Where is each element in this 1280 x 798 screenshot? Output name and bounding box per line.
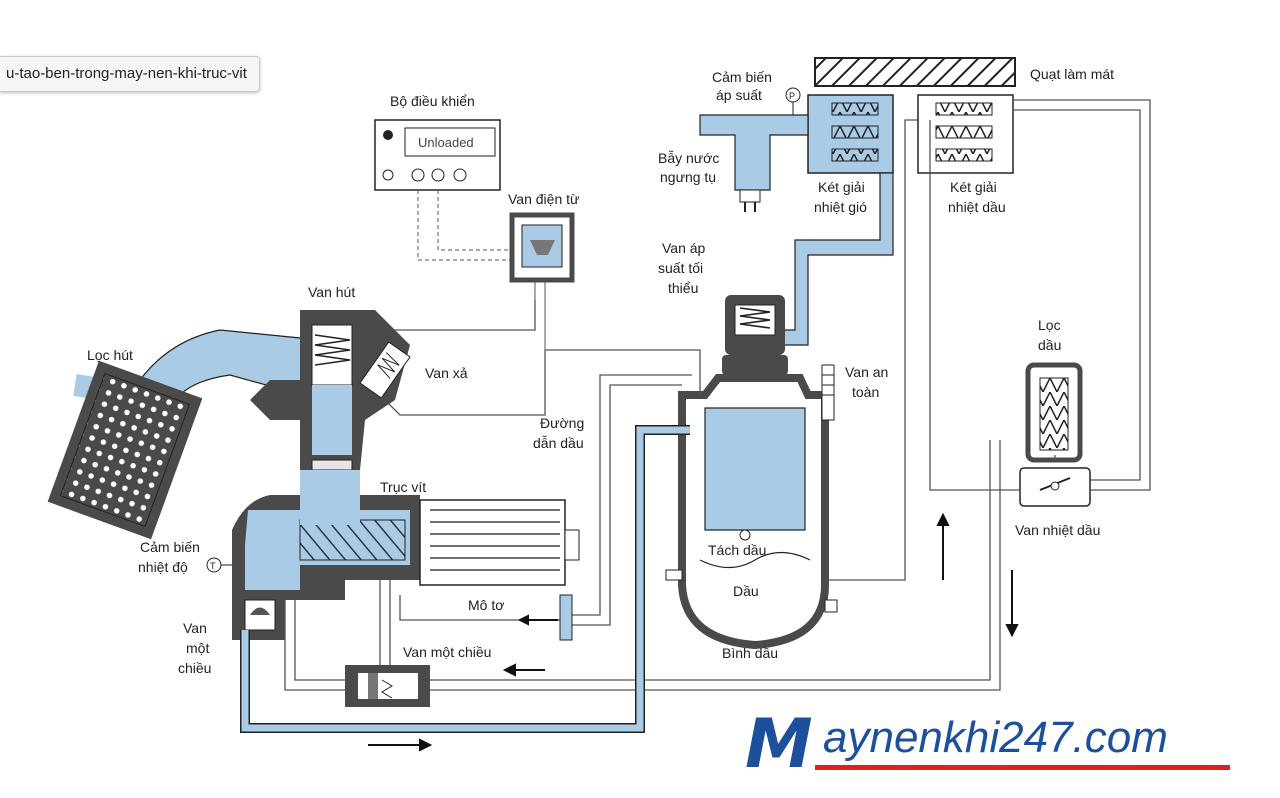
label-oil-filter-1: Lọc (1038, 317, 1061, 333)
label-check-valve-mid: Van một chiều (403, 644, 491, 660)
label-oil: Dầu (733, 583, 759, 599)
air-pipe-top (699, 114, 809, 191)
label-sensor-p: P (789, 91, 795, 101)
label-oil-tank: Bình dầu (722, 645, 778, 661)
label-oil-cooler-2: nhiệt dầu (948, 199, 1006, 215)
label-oil-line-1: Đường (540, 415, 584, 431)
brand-underline (815, 765, 1230, 770)
label-min-pressure-3: thiểu (668, 280, 698, 296)
label-fan: Quạt làm mát (1030, 66, 1114, 82)
url-tooltip: u-tao-ben-trong-may-nen-khi-truc-vit (0, 56, 260, 92)
label-controller: Bộ điều khiển (390, 93, 475, 109)
label-solenoid-valve: Van điện từ (508, 191, 579, 207)
brand-logo-text: aynenkhi247.com (823, 713, 1168, 762)
label-temp-sensor-1: Cảm biến (140, 539, 200, 555)
label-thermostatic-valve: Van nhiệt dầu (1015, 522, 1100, 538)
pressure-sensor-icon (785, 87, 801, 103)
label-pressure-sensor-2: áp suất (716, 87, 762, 103)
label-safety-valve-2: toàn (852, 384, 879, 400)
label-blow-off-valve: Van xả (425, 365, 468, 381)
label-sensor-t: T (210, 561, 216, 571)
label-check-valve-left-1: Van (183, 620, 207, 636)
label-screw: Trục vít (380, 479, 426, 495)
labels: Bộ điều khiển Unloaded Van điện từ Cảm b… (87, 66, 1114, 676)
label-intake-valve: Van hút (308, 284, 355, 300)
label-trap-1: Bẫy nước (658, 150, 719, 166)
brand-logo-m: M (745, 705, 813, 784)
flow-arrows (368, 512, 1019, 752)
label-intake-filter: Lọc hút (87, 347, 133, 363)
label-oil-cooler-1: Két giải (950, 179, 997, 195)
label-oil-line-2: dẫn dầu (533, 435, 584, 451)
label-pressure-sensor-1: Cảm biến (712, 69, 772, 85)
label-air-cooler-2: nhiệt gió (814, 199, 867, 215)
blow-off-valve (359, 341, 411, 399)
controller-display (404, 127, 496, 157)
label-trap-2: ngưng tụ (660, 169, 716, 185)
safety-valve (821, 364, 835, 421)
label-temp-sensor-2: nhiệt độ (138, 559, 188, 575)
label-oil-separator: Tách dầu (708, 542, 766, 558)
label-oil-filter-2: dầu (1038, 337, 1061, 353)
label-unloaded: Unloaded (418, 135, 474, 150)
cooling-fan (814, 57, 1016, 87)
label-motor: Mô tơ (468, 597, 504, 613)
label-min-pressure-1: Van áp (662, 240, 706, 256)
intake-filter (47, 360, 203, 540)
brand-logo: M aynenkhi247.com (745, 705, 1235, 784)
label-air-cooler-1: Két giải (818, 179, 865, 195)
label-check-valve-left-3: chiều (178, 660, 211, 676)
oil-lines (399, 99, 1151, 691)
label-check-valve-left-2: một (186, 640, 209, 656)
label-min-pressure-2: suất tối (658, 260, 703, 276)
label-safety-valve-1: Van an (845, 364, 888, 380)
